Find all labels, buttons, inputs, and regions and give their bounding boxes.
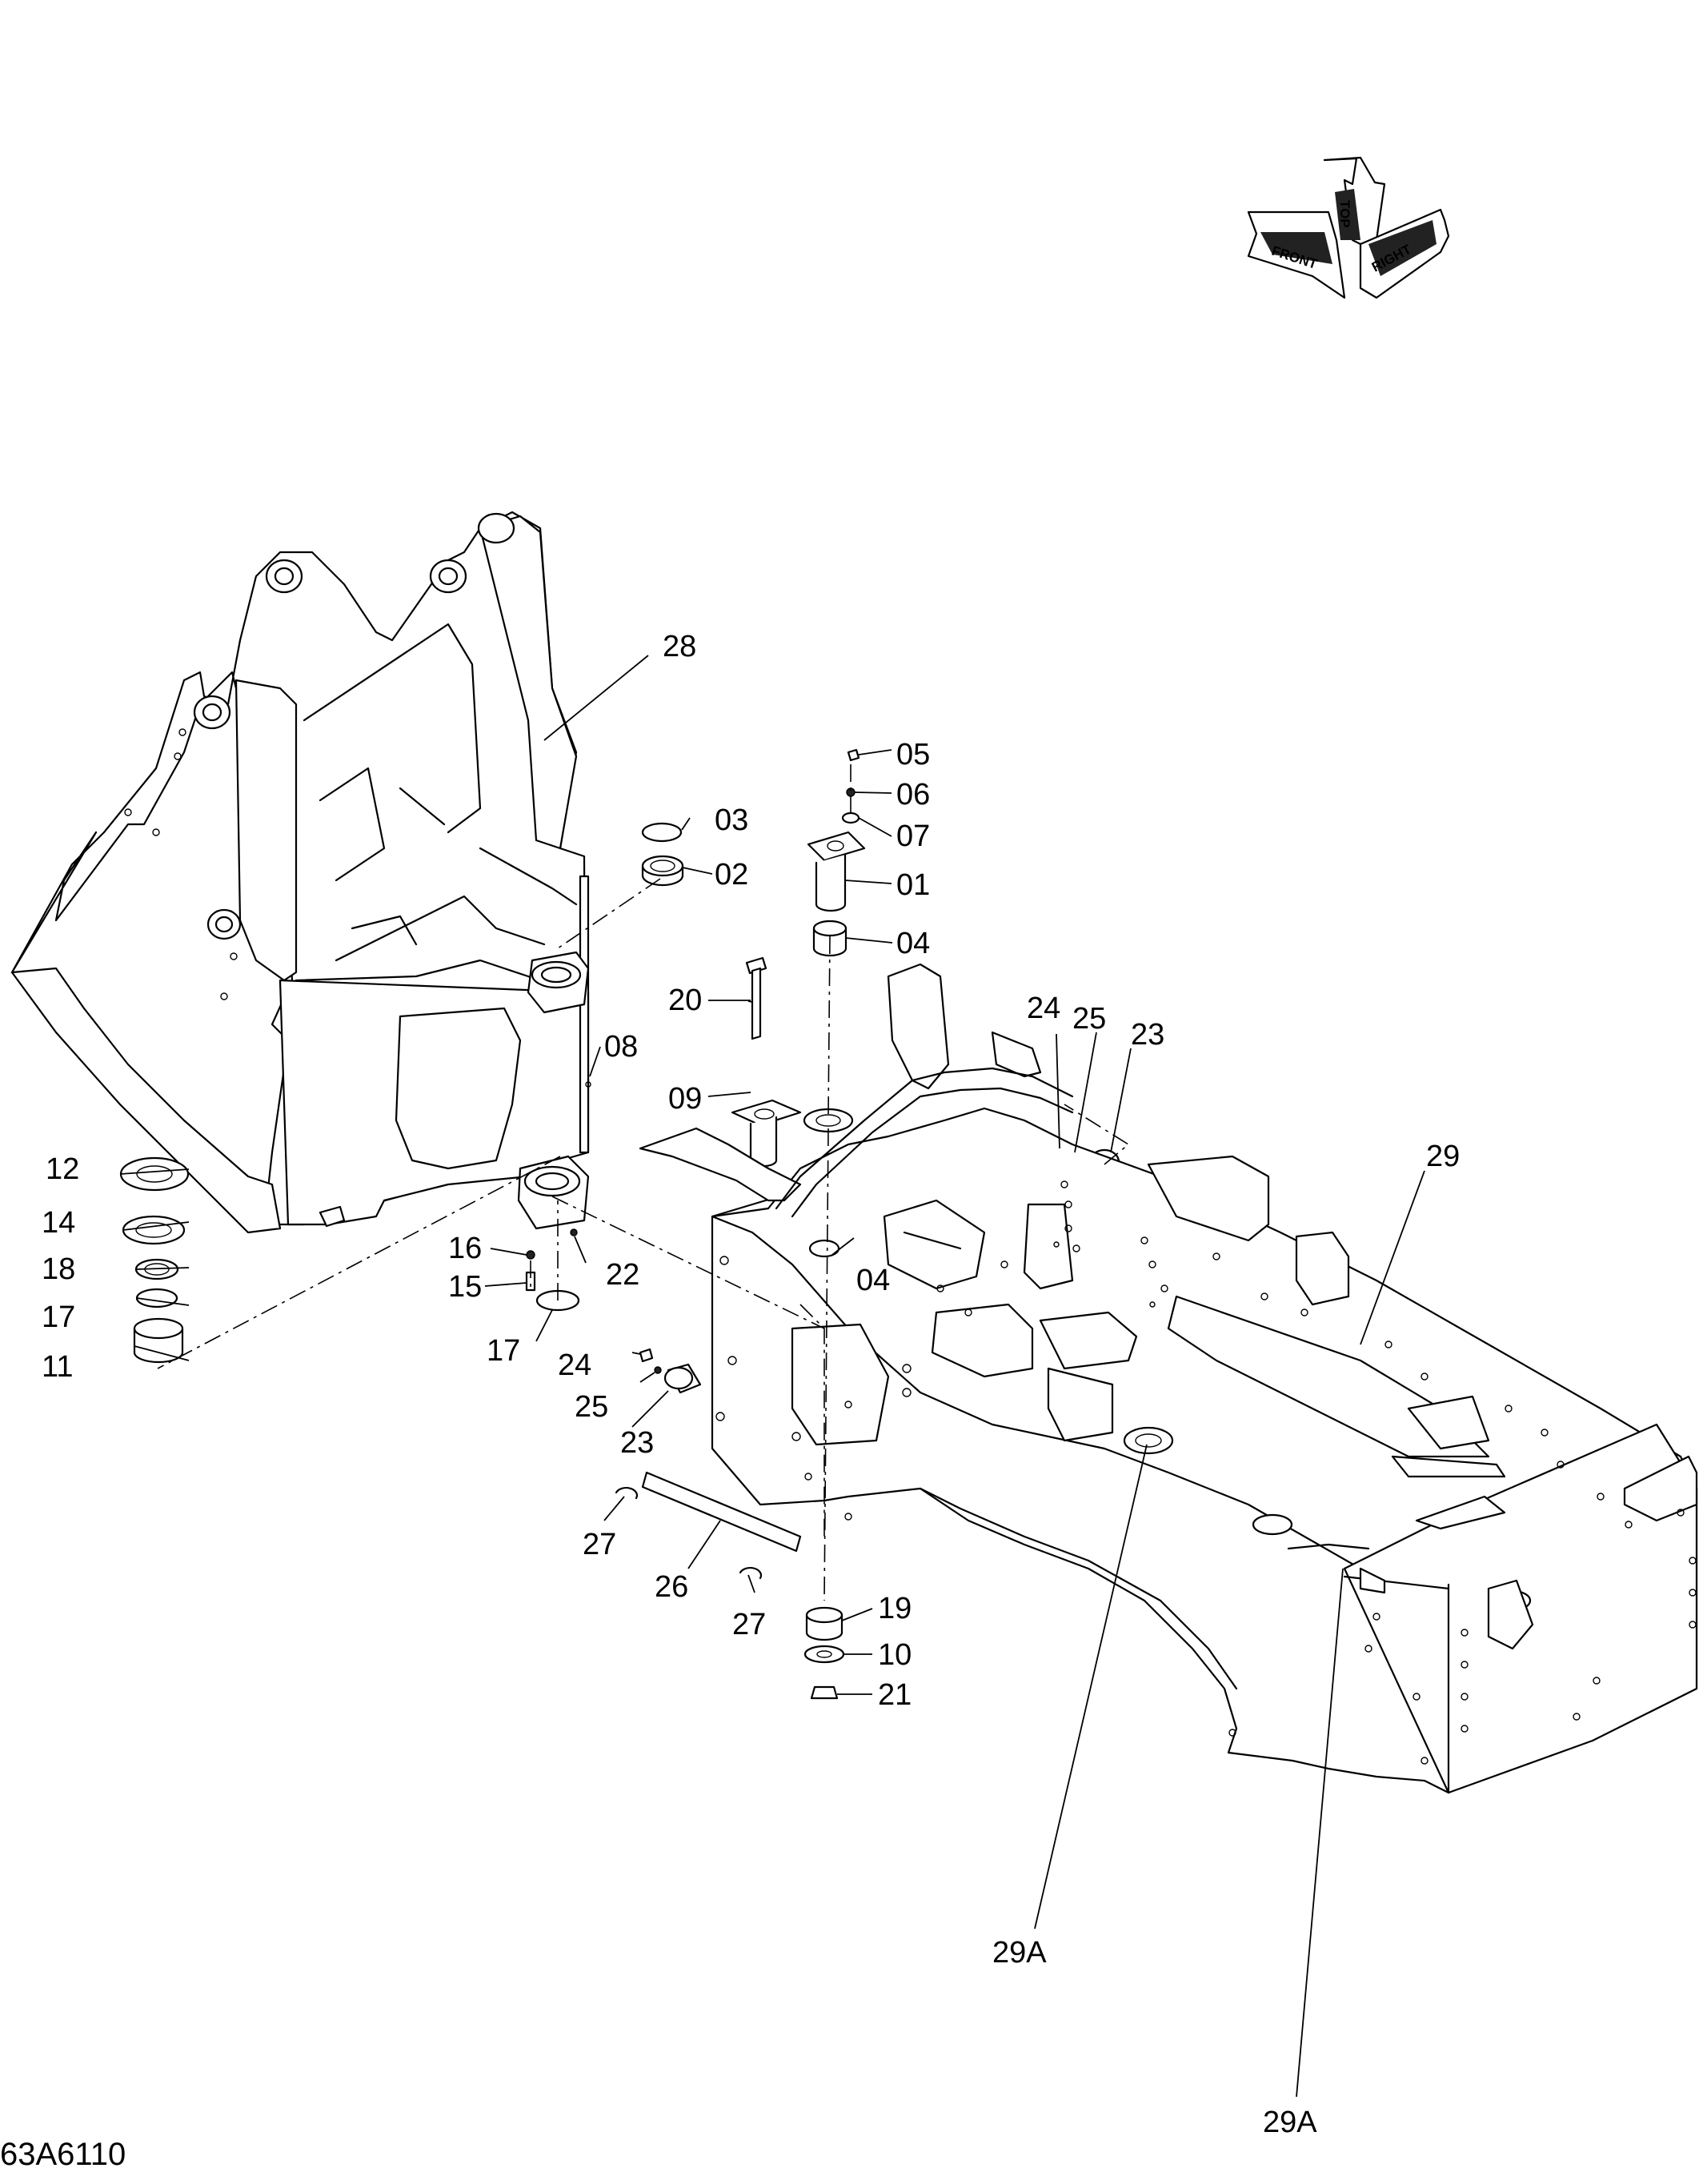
loose-parts bbox=[119, 748, 1120, 1700]
callout-11: 11 bbox=[42, 1350, 73, 1384]
callout-16: 16 bbox=[448, 1232, 482, 1265]
callout-29A-bottom: 29A bbox=[1263, 2106, 1317, 2139]
callout-17-center: 17 bbox=[487, 1334, 520, 1368]
callout-02: 02 bbox=[715, 858, 748, 892]
callout-10: 10 bbox=[878, 1638, 912, 1672]
callout-25-center: 25 bbox=[575, 1390, 608, 1424]
callout-23-right: 23 bbox=[1131, 1018, 1164, 1052]
callout-21: 21 bbox=[878, 1678, 912, 1712]
leader-lines bbox=[119, 655, 1425, 2098]
callout-29A-lower: 29A bbox=[992, 1936, 1047, 1970]
callout-01: 01 bbox=[896, 868, 930, 902]
callout-25-right: 25 bbox=[1072, 1002, 1106, 1036]
callout-08: 08 bbox=[604, 1030, 638, 1064]
callout-labels: 28 05 06 03 07 02 01 04 20 24 25 23 08 0… bbox=[42, 630, 1460, 2139]
callout-07: 07 bbox=[896, 820, 930, 853]
callout-04-top: 04 bbox=[896, 927, 930, 960]
callout-23-center: 23 bbox=[620, 1426, 654, 1460]
rear-frame bbox=[639, 963, 1698, 1794]
callout-18: 18 bbox=[42, 1252, 75, 1286]
callout-26: 26 bbox=[655, 1570, 688, 1604]
callout-15: 15 bbox=[448, 1270, 482, 1304]
callout-22: 22 bbox=[606, 1258, 639, 1292]
callout-06: 06 bbox=[896, 778, 930, 811]
callout-05: 05 bbox=[896, 738, 930, 771]
callout-28: 28 bbox=[663, 630, 696, 663]
upper-swing-bracket bbox=[527, 951, 590, 1014]
callout-20: 20 bbox=[668, 984, 702, 1017]
callout-17-left: 17 bbox=[42, 1300, 75, 1334]
callout-29: 29 bbox=[1426, 1140, 1460, 1173]
callout-12: 12 bbox=[46, 1152, 79, 1186]
callout-24-right: 24 bbox=[1027, 992, 1060, 1025]
front-frame bbox=[10, 511, 591, 1234]
callout-03: 03 bbox=[715, 803, 748, 837]
callout-24-center: 24 bbox=[558, 1348, 591, 1382]
callout-04-center: 04 bbox=[856, 1264, 890, 1297]
lower-swing-bracket bbox=[517, 1155, 590, 1236]
drawing-reference: 63A6110 bbox=[0, 2137, 126, 2172]
callout-19: 19 bbox=[878, 1592, 912, 1625]
callout-14: 14 bbox=[42, 1206, 75, 1240]
callout-09: 09 bbox=[668, 1082, 702, 1116]
assembly-lines bbox=[157, 764, 1130, 1601]
compass-top-label: TOP bbox=[1337, 200, 1352, 228]
orientation-compass: FRONT TOP RIGHT bbox=[1247, 156, 1450, 299]
callout-27-left: 27 bbox=[583, 1528, 616, 1561]
callout-27-right: 27 bbox=[732, 1608, 766, 1641]
